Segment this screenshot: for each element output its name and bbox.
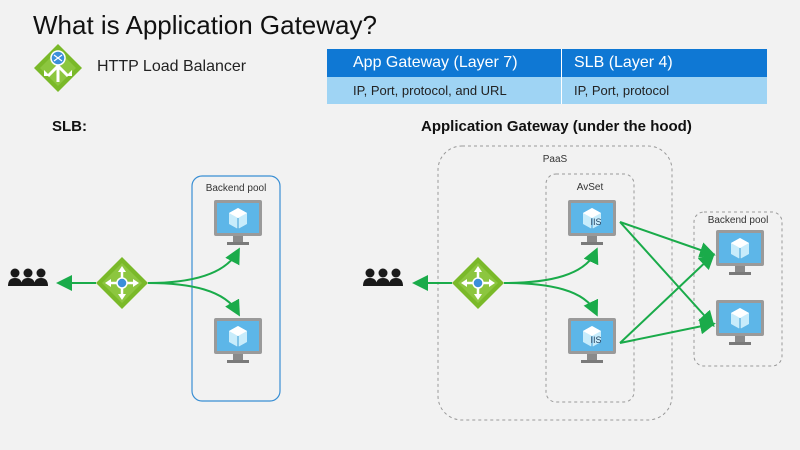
page-title: What is Application Gateway? xyxy=(33,10,377,40)
slb-backend-pool-box xyxy=(191,175,281,402)
comparison-data-row: IP, Port, protocol, and URL IP, Port, pr… xyxy=(327,77,767,104)
avset-label: AvSet xyxy=(577,182,604,193)
iis-vm-2-label: IIS xyxy=(590,335,601,345)
app-gateway-icon xyxy=(34,44,82,92)
iis-vm-1-label: IIS xyxy=(590,217,601,227)
slb-backend-pool-label: Backend pool xyxy=(206,183,267,194)
header-slb: SLB (Layer 4) xyxy=(561,49,767,77)
slb-vm-2-icon xyxy=(213,317,263,364)
comparison-header-row: App Gateway (Layer 7) SLB (Layer 4) xyxy=(327,49,767,77)
appgw-arrow-to-iis-1 xyxy=(503,247,599,284)
cell-slb: IP, Port, protocol xyxy=(561,77,767,104)
arrow-iis2-pool2 xyxy=(619,318,716,344)
appgw-backend-pool-label: Backend pool xyxy=(708,215,769,226)
slb-arrow-to-vm-1 xyxy=(147,247,240,284)
slb-users-icon xyxy=(8,268,48,286)
pool-vm-2-icon xyxy=(715,299,765,346)
header-app-gateway: App Gateway (Layer 7) xyxy=(327,49,562,77)
slb-load-balancer-icon xyxy=(94,255,150,311)
subtitle: HTTP Load Balancer xyxy=(97,58,247,75)
arrow-iis1-pool1 xyxy=(619,221,716,258)
appgw-backend-pool-box xyxy=(693,211,783,367)
arrow-iis2-pool1 xyxy=(619,253,715,344)
appgw-heading: Application Gateway (under the hood) xyxy=(421,118,692,135)
avset-box xyxy=(545,173,635,403)
appgw-gateway-icon xyxy=(450,255,506,311)
arrow-iis1-pool2 xyxy=(619,221,715,327)
appgw-users-icon xyxy=(363,268,403,286)
paas-label: PaaS xyxy=(543,154,568,165)
comparison-table: App Gateway (Layer 7) SLB (Layer 4) IP, … xyxy=(327,49,767,104)
slb-heading: SLB: xyxy=(52,118,87,135)
pool-vm-1-icon xyxy=(715,229,765,276)
slb-arrow-to-vm-2 xyxy=(147,282,240,317)
appgw-arrow-to-iis-2 xyxy=(503,282,599,317)
cell-app-gateway: IP, Port, protocol, and URL xyxy=(327,77,562,104)
slb-vm-1-icon xyxy=(213,199,263,246)
